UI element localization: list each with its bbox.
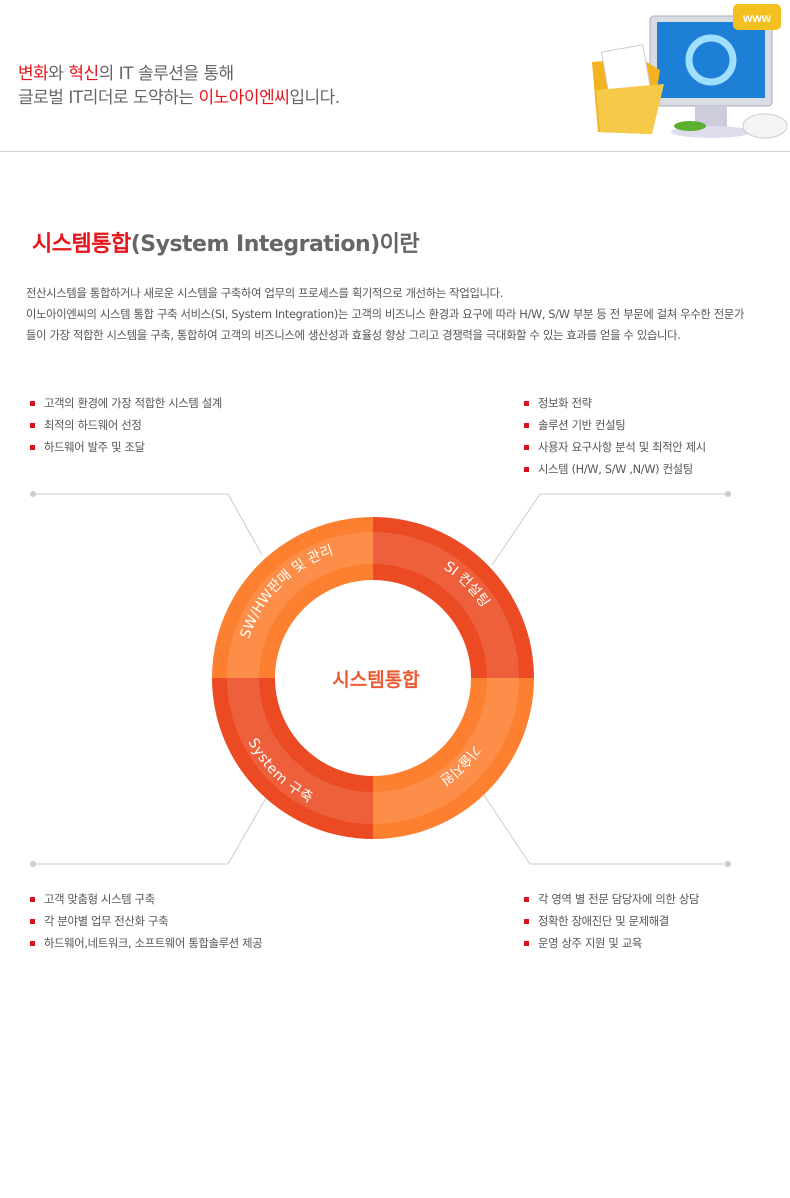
- slogan-text: 이노아이엔씨: [198, 88, 290, 108]
- leader-line: [33, 493, 263, 556]
- list-item: 고객의 환경에 가장 적합한 시스템 설계: [30, 393, 222, 415]
- segment-tech-support: [373, 678, 534, 839]
- slogan-text: 혁신: [68, 64, 99, 84]
- list-item: 하드웨어 발주 및 조달: [30, 437, 222, 459]
- list-item: 정확한 장애진단 및 문제해결: [524, 911, 699, 933]
- list-item: 정보화 전략: [524, 393, 706, 415]
- leader-line: [491, 493, 728, 566]
- list-item: 최적의 하드웨어 선정: [30, 415, 222, 437]
- list-item: 솔루션 기반 컨설팅: [524, 415, 706, 437]
- list-item: 각 영역 별 전문 담당자에 의한 상담: [524, 889, 699, 911]
- title-highlight: 시스템통합: [32, 232, 131, 257]
- segment-system-build: [212, 678, 373, 839]
- slogan-text: 의 IT 솔루션을 통해: [98, 64, 235, 84]
- page-title: 시스템통합(System Integration)이란: [32, 226, 420, 258]
- slogan-line-2: 글로벌 IT리더로 도약하는 이노아이엔씨입니다.: [18, 86, 340, 110]
- segment-sw-hw: [212, 517, 373, 678]
- ie-icon: [685, 34, 737, 86]
- www-badge: www: [742, 11, 772, 25]
- title-rest: (System Integration)이란: [130, 232, 420, 257]
- list-item: 하드웨어,네트워크, 소프트웨어 통합솔루션 제공: [30, 933, 263, 955]
- slogan-text: 입니다.: [289, 88, 340, 108]
- list-item: 시스템 (H/W, S/W ,N/W) 컨설팅: [524, 459, 706, 481]
- leader-line: [481, 791, 728, 865]
- slogan: 변화와 혁신의 IT 솔루션을 통해 글로벌 IT리더로 도약하는 이노아이엔씨…: [18, 62, 340, 110]
- segment-si-consulting: [373, 517, 534, 678]
- description-line: 전산시스템을 통합하거나 새로운 시스템을 구축하여 업무의 프로세스를 획기적…: [26, 287, 504, 300]
- list-item: 운영 상주 지원 및 교육: [524, 933, 699, 955]
- slogan-text: 글로벌 IT리더로 도약하는: [18, 88, 199, 108]
- description-line: 이노아이엔씨의 시스템 통합 구축 서비스(SI, System Integra…: [26, 308, 745, 342]
- list-item: 사용자 요구사항 분석 및 최적안 제시: [524, 437, 706, 459]
- computer-illustration: www: [592, 4, 788, 139]
- diagram-center-label: 시스템통합: [332, 669, 420, 691]
- slogan-text: 와: [48, 64, 69, 84]
- description: 전산시스템을 통합하거나 새로운 시스템을 구축하여 업무의 프로세스를 획기적…: [26, 283, 746, 346]
- slogan-line-1: 변화와 혁신의 IT 솔루션을 통해: [18, 62, 340, 86]
- list-item: 각 분야별 업무 전산화 구축: [30, 911, 262, 933]
- leader-line: [33, 797, 267, 865]
- header-banner: 변화와 혁신의 IT 솔루션을 통해 글로벌 IT리더로 도약하는 이노아이엔씨…: [0, 0, 790, 152]
- list-item: 고객 맞춤형 시스템 구축: [30, 889, 262, 911]
- slogan-text: 변화: [18, 64, 49, 84]
